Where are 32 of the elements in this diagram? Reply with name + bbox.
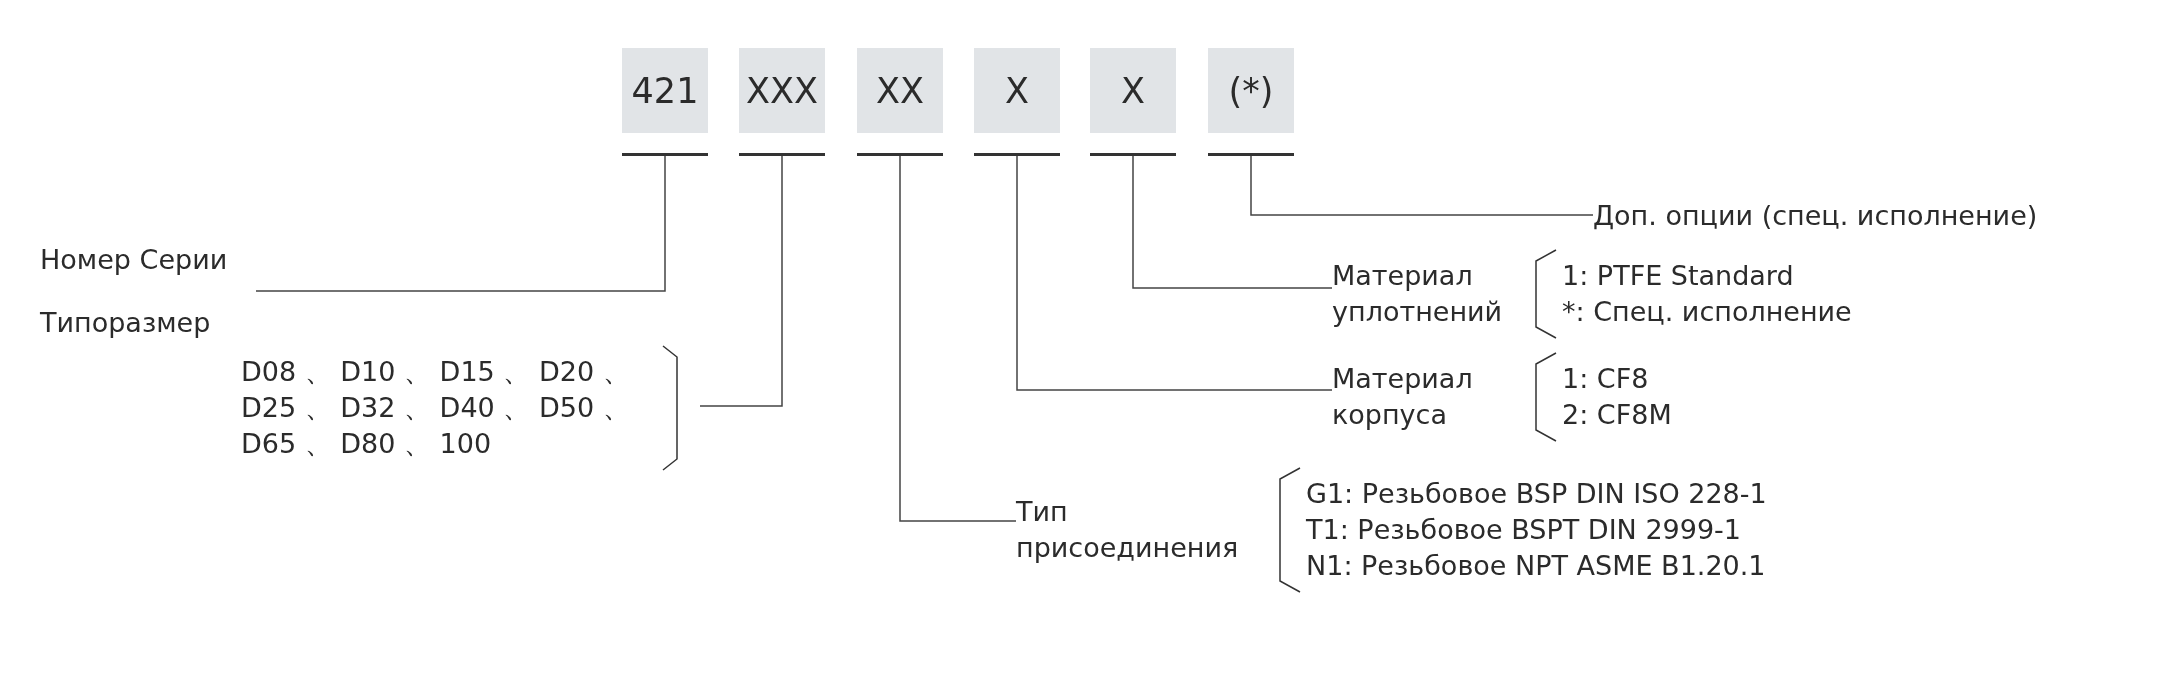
field-label: Типоразмер bbox=[40, 306, 211, 340]
code-text: XXX bbox=[746, 70, 818, 111]
leader-line bbox=[699, 155, 783, 407]
option-text: 1: CF8 bbox=[1562, 362, 1650, 396]
code-segment bbox=[974, 48, 1060, 156]
code-text: XX bbox=[876, 70, 924, 111]
code-text: 421 bbox=[631, 70, 699, 111]
code-segment bbox=[1208, 48, 1294, 156]
leader-line bbox=[1132, 155, 1333, 289]
leader-line bbox=[899, 155, 1017, 522]
code-text: (*) bbox=[1228, 70, 1274, 111]
code-text: X bbox=[1121, 70, 1145, 111]
option-text: N1: Резьбовое NPT ASME B1.20.1 bbox=[1306, 549, 1767, 583]
code-segment bbox=[1090, 48, 1176, 156]
option-text: *: Спец. исполнение bbox=[1562, 295, 1852, 329]
code-text: X bbox=[1005, 70, 1029, 111]
code-segment bbox=[622, 48, 708, 156]
field-label: Материал уплотнений bbox=[1332, 259, 1504, 329]
leader-line bbox=[255, 155, 666, 292]
leader-line bbox=[1250, 155, 1594, 216]
size-list: D08 、 D10 、 D15 、 D20 、 D25 、 D32 、 D40 、 D50 、 D65 、 D80 、 100 bbox=[241, 354, 661, 462]
field-label: Доп. опции (спец. исполнение) bbox=[1593, 200, 2038, 231]
field-label: Тип присоединения bbox=[1016, 495, 1240, 565]
option-text: T1: Резьбовое BSPT DIN 2999-1 bbox=[1306, 513, 1743, 547]
field-label: Номер Серии bbox=[40, 244, 228, 275]
leader-line bbox=[1016, 155, 1333, 391]
option-text: G1: Резьбовое BSP DIN ISO 228-1 bbox=[1306, 477, 1767, 511]
option-text: 1: PTFE Standard bbox=[1562, 259, 1795, 293]
code-segment bbox=[857, 48, 943, 156]
code-segment bbox=[739, 48, 825, 156]
option-text: 2: CF8M bbox=[1562, 398, 1672, 432]
field-label: Материал корпуса bbox=[1332, 362, 1474, 432]
